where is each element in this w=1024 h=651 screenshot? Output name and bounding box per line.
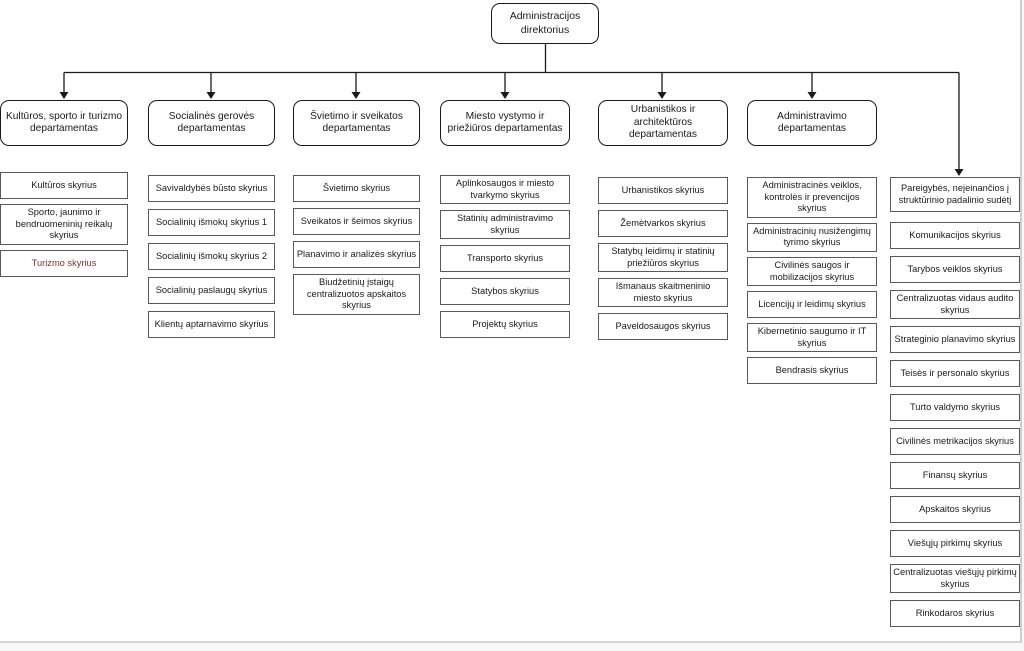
org-box[interactable]: Kultūros skyrius (0, 172, 128, 199)
org-box[interactable]: Administracinių nusižengimų tyrimo skyri… (747, 222, 877, 253)
dept-header[interactable]: Urbanistikos ir architektūros departamen… (598, 100, 728, 146)
org-box[interactable]: Socialinių išmokų skyrius 1 (148, 209, 275, 236)
department-column-socialines: Socialinės gerovės departamentas Savival… (148, 100, 275, 338)
dept-header[interactable]: Kultūros, sporto ir turizmo departamenta… (0, 100, 128, 146)
org-box[interactable]: Sveikatos ir šeimos skyrius (293, 208, 420, 235)
org-box[interactable]: Žemėtvarkos skyrius (598, 210, 728, 237)
dept-header[interactable]: Miesto vystymo ir priežiūros departament… (440, 100, 570, 146)
org-box[interactable]: Statybų leidimų ir statinių priežiūros s… (598, 243, 728, 273)
org-box[interactable]: Urbanistikos skyrius (598, 177, 728, 204)
org-box[interactable]: Socialinių išmokų skyrius 2 (148, 243, 275, 270)
department-column-pareigybes: Pareigybės, neįeinančios į struktūrinio … (890, 177, 1020, 628)
org-box[interactable]: Išmanaus skaitmeninio miesto skyrius (598, 278, 728, 308)
org-box[interactable]: Statinių administravimo skyrius (440, 210, 570, 240)
org-box[interactable]: Planavimo ir analizės skyrius (293, 241, 420, 268)
org-box[interactable]: Administracinės veiklos, kontrolės ir pr… (747, 177, 877, 218)
dept-header[interactable]: Socialinės gerovės departamentas (148, 100, 275, 146)
department-column-administravimo: Administravimo departamentas Administrac… (747, 100, 877, 385)
org-box[interactable]: Savivaldybės būsto skyrius (148, 175, 275, 202)
org-box[interactable]: Finansų skyrius (890, 462, 1020, 490)
department-column-svietimo: Švietimo ir sveikatos departamentas Švie… (293, 100, 420, 315)
org-box[interactable]: Licencijų ir leidimų skyrius (747, 291, 877, 319)
page-edge-right (1020, 0, 1022, 643)
org-box[interactable]: Klientų aptarnavimo skyrius (148, 311, 275, 338)
org-box[interactable]: Civilinės metrikacijos skyrius (890, 428, 1020, 456)
org-box-root[interactable]: Administracijos direktorius (491, 3, 599, 44)
org-box[interactable]: Teisės ir personalo skyrius (890, 360, 1020, 388)
org-box[interactable]: Bendrasis skyrius (747, 357, 877, 385)
org-box[interactable]: Turizmo skyrius (0, 249, 128, 277)
org-box[interactable]: Kibernetinio saugumo ir IT skyrius (747, 323, 877, 353)
org-box[interactable]: Socialinių paslaugų skyrius (148, 277, 275, 304)
page-edge-bottom (0, 641, 1021, 643)
org-box[interactable]: Civilinės saugos ir mobilizacijos skyriu… (747, 257, 877, 287)
org-box[interactable]: Strateginio planavimo skyrius (890, 326, 1020, 354)
org-box[interactable]: Statybos skyrius (440, 278, 570, 306)
org-box[interactable]: Biudžetinių įstaigų centralizuotos apska… (293, 274, 420, 315)
page-outside-right (1021, 0, 1024, 651)
org-box[interactable]: Centralizuotas vidaus audito skyrius (890, 290, 1020, 320)
column-items: Aplinkosaugos ir miesto tvarkymo skyrius… (440, 175, 570, 339)
dept-header[interactable]: Švietimo ir sveikatos departamentas (293, 100, 420, 146)
dept-header[interactable]: Administravimo departamentas (747, 100, 877, 146)
org-box[interactable]: Komunikacijos skyrius (890, 222, 1020, 249)
dept-header[interactable]: Pareigybės, neįeinančios į struktūrinio … (890, 177, 1020, 212)
page-outside-bottom (0, 643, 1024, 651)
org-box[interactable]: Projektų skyrius (440, 311, 570, 339)
org-box[interactable]: Paveldosaugos skyrius (598, 313, 728, 341)
org-box[interactable]: Apskaitos skyrius (890, 496, 1020, 524)
department-column-urbanistikos: Urbanistikos ir architektūros departamen… (598, 100, 728, 341)
org-box[interactable]: Švietimo skyrius (293, 175, 420, 202)
org-box[interactable]: Turto valdymo skyrius (890, 394, 1020, 422)
org-box[interactable]: Centralizuotas viešųjų pirkimų skyrius (890, 564, 1020, 594)
column-items: Administracinės veiklos, kontrolės ir pr… (747, 177, 877, 385)
org-box[interactable]: Sporto, jaunimo ir bendruomeninių reikal… (0, 204, 128, 245)
department-column-miesto-vystymo: Miesto vystymo ir priežiūros departament… (440, 100, 570, 339)
org-box[interactable]: Aplinkosaugos ir miesto tvarkymo skyrius (440, 175, 570, 205)
org-box[interactable]: Transporto skyrius (440, 245, 570, 273)
org-box[interactable]: Rinkodaros skyrius (890, 600, 1020, 628)
department-column-kulturos: Kultūros, sporto ir turizmo departamenta… (0, 100, 128, 277)
org-box[interactable]: Tarybos veiklos skyrius (890, 256, 1020, 283)
org-box[interactable]: Viešųjų pirkimų skyrius (890, 530, 1020, 558)
